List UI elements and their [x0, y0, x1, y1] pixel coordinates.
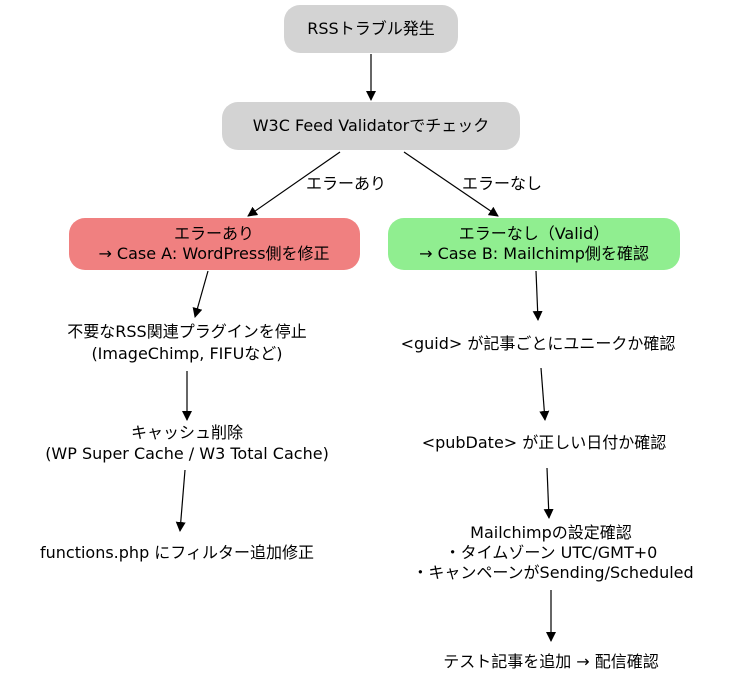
node-a2: キャッシュ削除 (WP Super Cache / W3 Total Cache… — [45, 423, 329, 463]
node-validator: W3C Feed Validatorでチェック — [222, 102, 520, 150]
edge-label-to-case-a: エラーあり — [306, 174, 386, 193]
node-b4: テスト記事を追加 → 配信確認 — [443, 652, 659, 671]
node-case-a-box — [69, 218, 360, 270]
edge-validator-case-a — [247, 151, 341, 217]
node-validator-box — [222, 102, 520, 150]
node-case-b-box — [388, 218, 680, 270]
node-b3-line-1: Mailchimpの設定確認 — [470, 523, 632, 542]
edges — [175, 54, 556, 642]
edge-b1-b2 — [539, 367, 550, 421]
node-a3-label: functions.php にフィルター追加修正 — [40, 543, 314, 562]
edge-labels: エラーあり エラーなし — [306, 174, 542, 193]
edge-label-to-case-b: エラーなし — [462, 174, 542, 193]
node-b4-label: テスト記事を追加 → 配信確認 — [443, 652, 659, 671]
node-case-b-line-1: エラーなし（Valid） — [459, 224, 610, 243]
node-start: RSSトラブル発生 — [284, 5, 458, 53]
node-case-b: エラーなし（Valid） → Case B: Mailchimp側を確認 — [388, 218, 680, 270]
edge-case-a-a1 — [192, 270, 209, 318]
node-validator-label: W3C Feed Validatorでチェック — [253, 116, 490, 135]
node-case-a-line-2: → Case A: WordPress側を修正 — [98, 244, 329, 263]
node-case-a-line-1: エラーあり — [174, 224, 254, 243]
node-start-label: RSSトラブル発生 — [307, 19, 434, 38]
node-start-box — [284, 5, 458, 53]
node-a1: 不要なRSS関連プラグインを停止 (ImageChimp, FIFUなど) — [67, 322, 306, 363]
node-b1-label: <guid> が記事ごとにユニークか確認 — [401, 334, 676, 353]
node-b3: Mailchimpの設定確認 ・タイムゾーン UTC/GMT+0 ・キャンペーン… — [412, 523, 693, 582]
node-b3-line-2: ・タイムゾーン UTC/GMT+0 — [445, 543, 658, 562]
node-b2-label: <pubDate> が正しい日付か確認 — [422, 433, 667, 452]
node-b3-line-3: ・キャンペーンがSending/Scheduled — [412, 563, 693, 582]
edge-a2-a3 — [175, 469, 186, 532]
node-b1: <guid> が記事ごとにユニークか確認 — [401, 334, 676, 353]
node-a1-line-1: 不要なRSS関連プラグインを停止 — [67, 322, 306, 341]
edge-b2-b3 — [543, 467, 554, 519]
node-case-a: エラーあり → Case A: WordPress側を修正 — [69, 218, 360, 270]
node-a3: functions.php にフィルター追加修正 — [40, 543, 314, 562]
node-case-b-line-2: → Case B: Mailchimp側を確認 — [419, 244, 649, 263]
node-b2: <pubDate> が正しい日付か確認 — [422, 433, 667, 452]
node-a1-line-2: (ImageChimp, FIFUなど) — [91, 344, 282, 363]
edge-case-b-b1 — [532, 270, 543, 321]
node-a2-line-1: キャッシュ削除 — [131, 423, 243, 442]
edge-validator-case-b — [403, 151, 499, 217]
node-a2-line-2: (WP Super Cache / W3 Total Cache) — [45, 444, 329, 463]
